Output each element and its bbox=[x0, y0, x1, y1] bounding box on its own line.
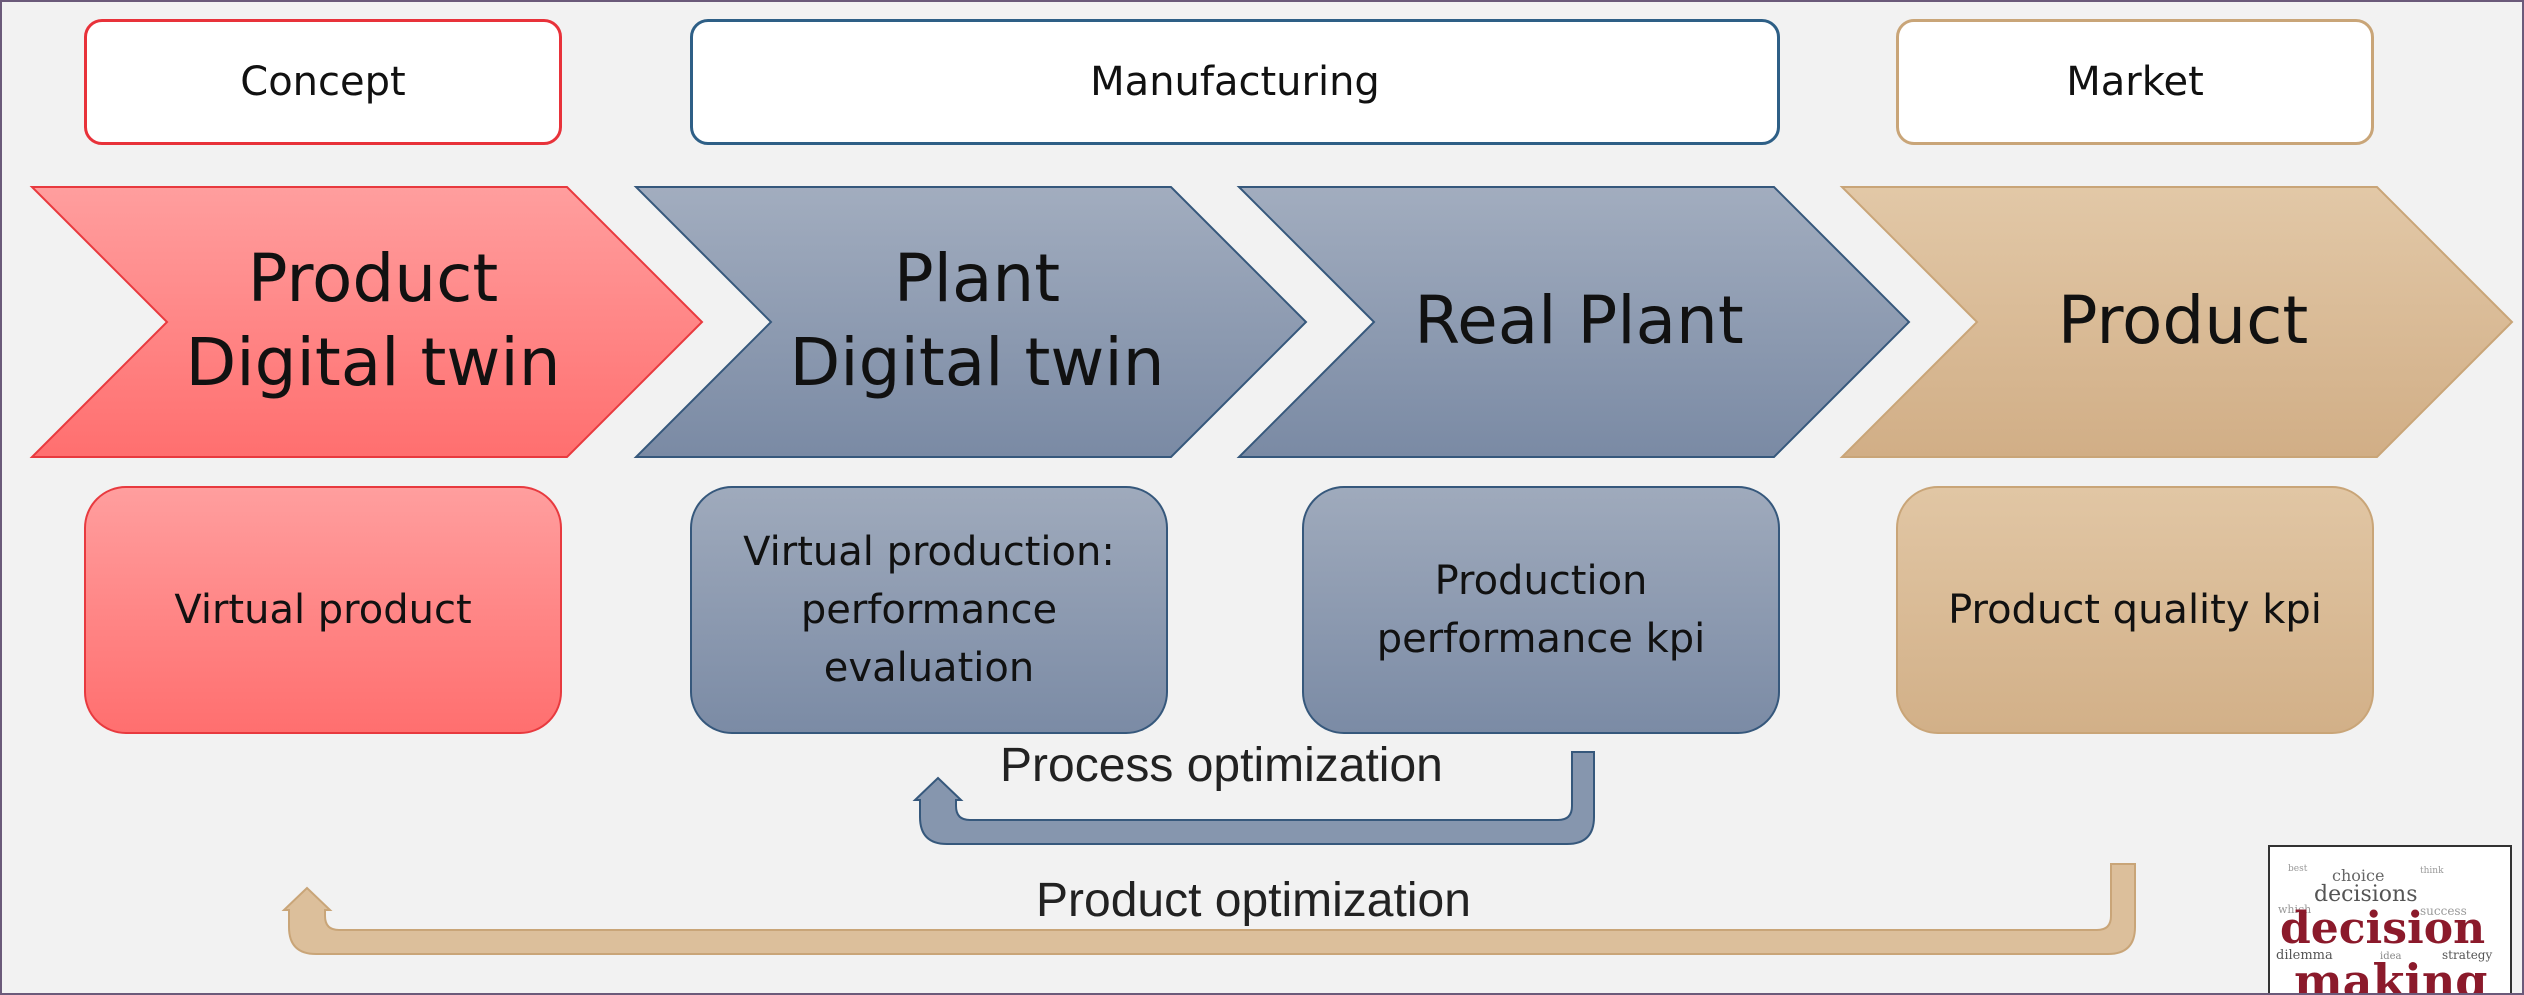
chevron-label-line: Product bbox=[247, 240, 499, 317]
chevron-label-line: Digital twin bbox=[789, 324, 1165, 401]
wc-word: think bbox=[2420, 866, 2444, 876]
wc-word: success bbox=[2420, 904, 2467, 918]
chevron-real-plant bbox=[1236, 186, 1911, 458]
chevron-label-line: Product bbox=[2057, 282, 2309, 359]
wc-word: strategy bbox=[2442, 948, 2492, 962]
process-optimization-label: Process optimization bbox=[1000, 739, 1443, 792]
wc-word: best bbox=[2288, 864, 2308, 874]
wc-word: which bbox=[2278, 903, 2311, 916]
chevron-label-real-plant: Real Plant bbox=[1354, 187, 1804, 455]
wc-word: dilemma bbox=[2276, 948, 2333, 963]
chevron-plant-digital-twin bbox=[633, 186, 1308, 458]
chevron-product-digital-twin bbox=[29, 186, 704, 458]
detail-line: Virtual production: bbox=[743, 529, 1115, 575]
chevron-label-line: Real Plant bbox=[1414, 282, 1744, 359]
product-optimization-label: Product optimization bbox=[1036, 874, 1471, 927]
detail-product-quality: Product quality kpi bbox=[1896, 486, 2374, 734]
chevron-label-plant-digital-twin: Plant Digital twin bbox=[752, 187, 1202, 455]
detail-line: performance bbox=[800, 587, 1058, 633]
chevron-label-line: Digital twin bbox=[185, 324, 561, 401]
detail-line: Virtual product bbox=[174, 587, 472, 633]
detail-line: Product quality kpi bbox=[1948, 587, 2322, 633]
product-optimization-arrow bbox=[281, 863, 2136, 955]
wc-word: choice bbox=[2332, 866, 2384, 885]
detail-virtual-production: Virtual production: performance evaluati… bbox=[690, 486, 1168, 734]
detail-line: performance kpi bbox=[1376, 616, 1706, 662]
wc-word: decision bbox=[2280, 903, 2485, 954]
wc-word: decisions bbox=[2314, 882, 2418, 907]
chevron-product bbox=[1839, 186, 2514, 458]
detail-line: Production bbox=[1434, 558, 1648, 604]
wc-word: making bbox=[2294, 954, 2487, 995]
decision-making-wordcloud-image: choice best think decisions which succes… bbox=[2268, 845, 2512, 995]
stage-concept: Concept bbox=[84, 19, 562, 145]
detail-virtual-product: Virtual product bbox=[84, 486, 562, 734]
detail-production-performance: Production performance kpi bbox=[1302, 486, 1780, 734]
detail-line: evaluation bbox=[823, 645, 1035, 691]
chevron-label-line: Plant bbox=[893, 240, 1061, 317]
chevron-label-product-digital-twin: Product Digital twin bbox=[148, 187, 598, 455]
stage-manufacturing: Manufacturing bbox=[690, 19, 1780, 145]
wc-word: idea bbox=[2380, 951, 2402, 962]
stage-market: Market bbox=[1896, 19, 2374, 145]
chevron-label-product: Product bbox=[1958, 187, 2408, 455]
wordcloud-graphic: choice best think decisions which succes… bbox=[2276, 864, 2492, 995]
process-optimization-arrow bbox=[912, 751, 1595, 845]
